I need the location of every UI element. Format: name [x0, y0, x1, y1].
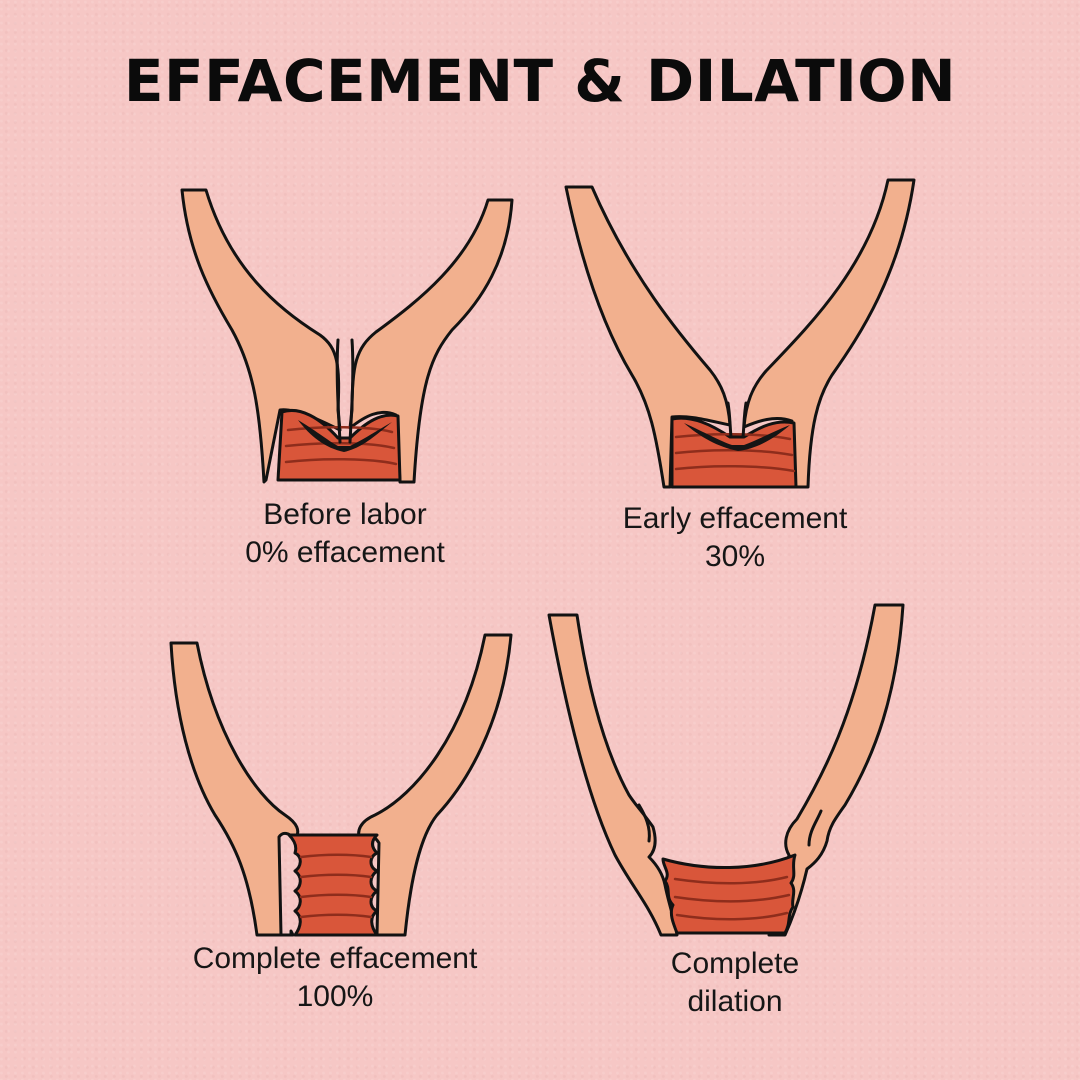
cervix-wall-right	[742, 178, 916, 489]
cervical-canal	[661, 853, 797, 935]
caption-line-2: 100%	[296, 980, 374, 1013]
caption-line-1: Early effacement	[622, 502, 848, 535]
cervix-wall-left	[547, 613, 679, 937]
cervix-wall-left	[564, 185, 732, 489]
diagram-complete-effacement	[169, 633, 513, 937]
diagram-complete-dilation	[547, 603, 905, 937]
caption-before-labor: Before labor 0% effacement	[160, 496, 530, 572]
caption-early-effacement: Early effacement 30%	[555, 500, 915, 576]
diagram-before-labor	[180, 188, 514, 484]
caption-line-1: Before labor	[263, 498, 427, 531]
diagram-early-effacement	[564, 178, 916, 489]
cervical-canal	[287, 833, 379, 937]
cervix-wall-left	[169, 641, 300, 937]
cervix-wall-right	[348, 198, 514, 484]
caption-line-2: 30%	[704, 540, 766, 573]
cervical-os	[684, 423, 790, 451]
caption-line-1: Complete	[670, 947, 800, 980]
caption-line-2: dilation	[687, 985, 783, 1018]
caption-complete-dilation: Complete dilation	[560, 945, 910, 1021]
caption-complete-effacement: Complete effacement 100%	[145, 940, 525, 1016]
caption-line-1: Complete effacement	[192, 942, 478, 975]
cervical-os	[298, 420, 392, 452]
page-title: EFFACEMENT & DILATION	[123, 47, 957, 115]
cervix-wall-right	[357, 633, 513, 937]
cervix-wall-right	[767, 603, 905, 937]
caption-line-2: 0% effacement	[245, 536, 445, 569]
